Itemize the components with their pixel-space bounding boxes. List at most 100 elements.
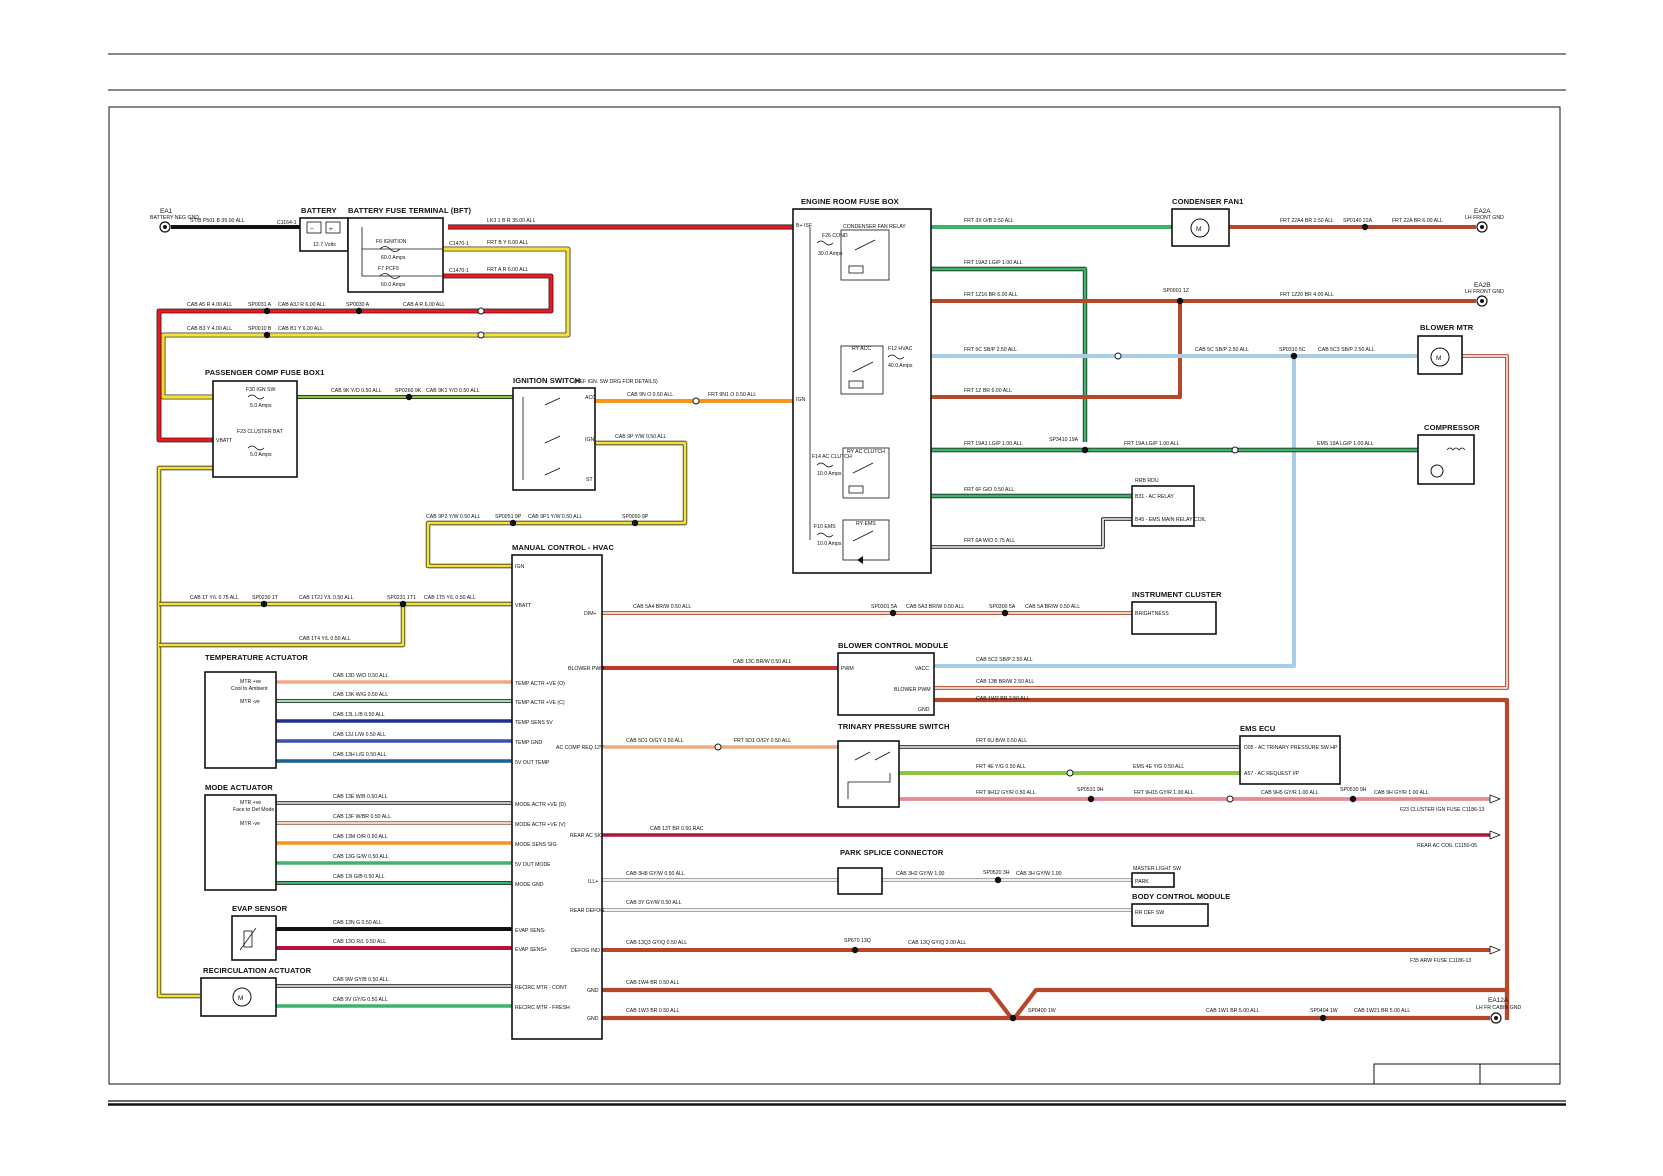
battery: BATTERY − + 12.7 Volts C1164-1 bbox=[277, 206, 349, 252]
ground-ea2a: EA2A LH FRONT GND bbox=[1465, 208, 1504, 233]
efb-f12-amps: 40.0 Amps bbox=[888, 363, 913, 369]
compressor-title: COMPRESSOR bbox=[1424, 423, 1480, 432]
wire-wo-6a bbox=[931, 518, 1132, 548]
hvac-pin-mode-neg: MODE ACTR +VE (V) bbox=[515, 822, 566, 828]
splice-sp670-13q bbox=[851, 946, 859, 954]
motor-icon bbox=[1190, 218, 1210, 238]
hvac-pin-temp-pos: TEMP ACTR +VE (O) bbox=[515, 681, 565, 687]
master-light-pin: PARK bbox=[1135, 879, 1149, 885]
hvac-pin-recirc-c: RECIRC MTR - CONT bbox=[515, 985, 568, 991]
hvac-pin-evap-p: EVAP SENS+ bbox=[515, 947, 547, 953]
splice-sp0531-9h bbox=[1087, 795, 1095, 803]
wl-15: CAB 9K1 Y/O 0.50 ALL bbox=[426, 388, 480, 394]
ground-ea2b-label: LH FRONT GND bbox=[1465, 289, 1504, 295]
wire-1w2-return bbox=[1011, 987, 1510, 1022]
bft-f7-amps: 60.0 Amps bbox=[381, 282, 406, 288]
arrow-9h bbox=[1489, 794, 1501, 804]
title-block bbox=[1373, 1063, 1561, 1085]
blower-control-title: BLOWER CONTROL MODULE bbox=[838, 641, 948, 650]
wl-69: FRT 9H15 GY/R 1.00 ALL bbox=[1134, 790, 1194, 796]
efb-relay2: RY ACC bbox=[852, 346, 871, 352]
wire-1t4-outline bbox=[159, 604, 406, 648]
wire-1w2 bbox=[934, 697, 1510, 1020]
pfb-f30: F30 IGN SW bbox=[246, 387, 276, 393]
hvac-pin-temp-sens: TEMP SENS 5V bbox=[515, 720, 553, 726]
wl-62: CAB 5D1 O/GY 0.50 ALL bbox=[626, 738, 684, 744]
ign-contact-acc-icon bbox=[544, 397, 561, 406]
ems-relay-pin1: B31 - AC RELAY bbox=[1135, 494, 1174, 500]
hvac-pin-dim: DIM+ bbox=[584, 611, 597, 617]
fuse-f6-icon bbox=[379, 246, 401, 252]
wl-25: FRT 1Z16 BR 6.00 ALL bbox=[964, 292, 1018, 298]
hvac-pin-gnd2: GND bbox=[587, 1016, 599, 1022]
wl-86: CAB 13Q GY/Q 2.00 ALL bbox=[908, 940, 966, 946]
efb-f12: F12 HVAC bbox=[888, 346, 913, 352]
diode-icon bbox=[857, 556, 863, 564]
clutch-icon bbox=[1430, 464, 1444, 478]
pass-fuse-box-frame bbox=[212, 380, 298, 478]
ground-ea2a-label: LH FRONT GND bbox=[1465, 215, 1504, 221]
fuse-f26-icon bbox=[816, 240, 834, 246]
wl-90: CAB 9V GY/G 0.50 ALL bbox=[333, 997, 388, 1003]
wl-19: CAB 9P2 Y/W 0.50 ALL bbox=[426, 514, 481, 520]
ignition-switch: IGNITION SWITCH (REF IGN. SW DRG FOR DET… bbox=[512, 376, 658, 491]
wl-41: EMS 19A LG/P 1.00 ALL bbox=[1317, 441, 1374, 447]
wl-79: CAB 3H8 GY/W 0.50 ALL bbox=[626, 871, 685, 877]
wire-labels: ST/B P501 B 35.00 ALL LK3 1 B R 35.00 AL… bbox=[187, 218, 1443, 1014]
wire-yellow-f6 bbox=[161, 247, 570, 399]
master-light-title: MASTER LIGHT SW bbox=[1133, 866, 1181, 872]
master-light-box bbox=[1131, 872, 1175, 888]
ems-relay-box bbox=[1131, 485, 1195, 527]
destination-notes: F23 CLUSTER IGN FUSE C1186-13 REAR AC CO… bbox=[1400, 807, 1484, 964]
wl-78: CAB 13T BR 0.50 RAC bbox=[650, 826, 704, 832]
bcm-gnd: GND bbox=[918, 707, 930, 713]
splice-sp0520-3h bbox=[994, 876, 1002, 884]
splice-sp0001-1z bbox=[1176, 297, 1184, 305]
wl-58: CAB 13K W/G 0.50 ALL bbox=[333, 692, 388, 698]
splice-sp0231-1t1 bbox=[399, 600, 407, 608]
hvac-pin-temp-gnd: TEMP GND bbox=[515, 740, 543, 746]
wl-53: CAB 13C BR/W 0.50 ALL bbox=[733, 659, 792, 665]
ground-ea12a-label: LH FR CABIN GND bbox=[1476, 1005, 1522, 1011]
bcm-blower-pwm: BLOWER PWM bbox=[894, 687, 931, 693]
wl-71: SP0530 9H bbox=[1340, 787, 1367, 793]
mode-mtr2: MTR -ve bbox=[240, 821, 260, 827]
wl-59: CAB 13L L/B 0.50 ALL bbox=[333, 712, 385, 718]
wl-75: CAB 13M O/R 0.50 ALL bbox=[333, 834, 388, 840]
battery-volts: 12.7 Volts bbox=[313, 242, 336, 248]
wl-44: CAB 1T2J Y/L 0.50 ALL bbox=[299, 595, 354, 601]
wl-89: CAB 9W GY/B 0.50 ALL bbox=[333, 977, 389, 983]
wl-93: SP0400 1W bbox=[1028, 1008, 1056, 1014]
wires bbox=[156, 224, 1510, 1022]
wl-24: FRT 19A2 LG/P 1.00 ALL bbox=[964, 260, 1023, 266]
wl-95: SP0404 1W bbox=[1310, 1008, 1338, 1014]
drawing-border bbox=[108, 106, 1561, 1085]
temperature-actuator: TEMPERATURE ACTUATOR MTR +ve Cool to Amb… bbox=[204, 653, 308, 769]
svg-text:M: M bbox=[1436, 355, 1441, 362]
temp-mtr1b: Cool to Ambient bbox=[231, 686, 268, 692]
fuse-f14-icon bbox=[816, 462, 834, 468]
wl-60: CAB 13J L/W 0.50 ALL bbox=[333, 732, 386, 738]
wl-23: FRT 3X O/B 2.50 ALL bbox=[964, 218, 1014, 224]
wl-40: FRT 19A LG/P 1.00 ALL bbox=[1124, 441, 1179, 447]
mode-actuator-title: MODE ACTUATOR bbox=[205, 783, 273, 792]
wl-49: SP0301 5A bbox=[871, 604, 898, 610]
pfb-f30-amps: 5.0 Amps bbox=[250, 403, 272, 409]
bcm-vacc: VACC bbox=[915, 666, 929, 672]
splice-sp0310-5c bbox=[1290, 352, 1298, 360]
body-control-box bbox=[1131, 903, 1209, 927]
wl-76: CAB 13G G/W 0.50 ALL bbox=[333, 854, 389, 860]
efb-relay4: RY EMS bbox=[856, 521, 876, 527]
wl-11: SP0010 B bbox=[248, 326, 272, 332]
park-splice-connector: PARK SPLICE CONNECTOR bbox=[837, 848, 944, 895]
wl-56: CAB 1W2 BR 2.50 ALL bbox=[976, 696, 1029, 702]
wl-10: CAB B3 Y 4.00 ALL bbox=[187, 326, 232, 332]
ground-ea1: EA1 BATTERY NEG GND bbox=[150, 208, 199, 233]
wl-43: SP0230 1T bbox=[252, 595, 279, 601]
wire-blue-5c2 bbox=[934, 356, 1296, 668]
wire-brown-13b-outline bbox=[934, 354, 1509, 690]
bft-connector-1: C1470-1 bbox=[449, 241, 469, 247]
connector-c0012d bbox=[714, 743, 722, 751]
splice-sp0301-5a bbox=[889, 609, 897, 617]
hvac-pin-ill: ILL+ bbox=[588, 879, 598, 885]
